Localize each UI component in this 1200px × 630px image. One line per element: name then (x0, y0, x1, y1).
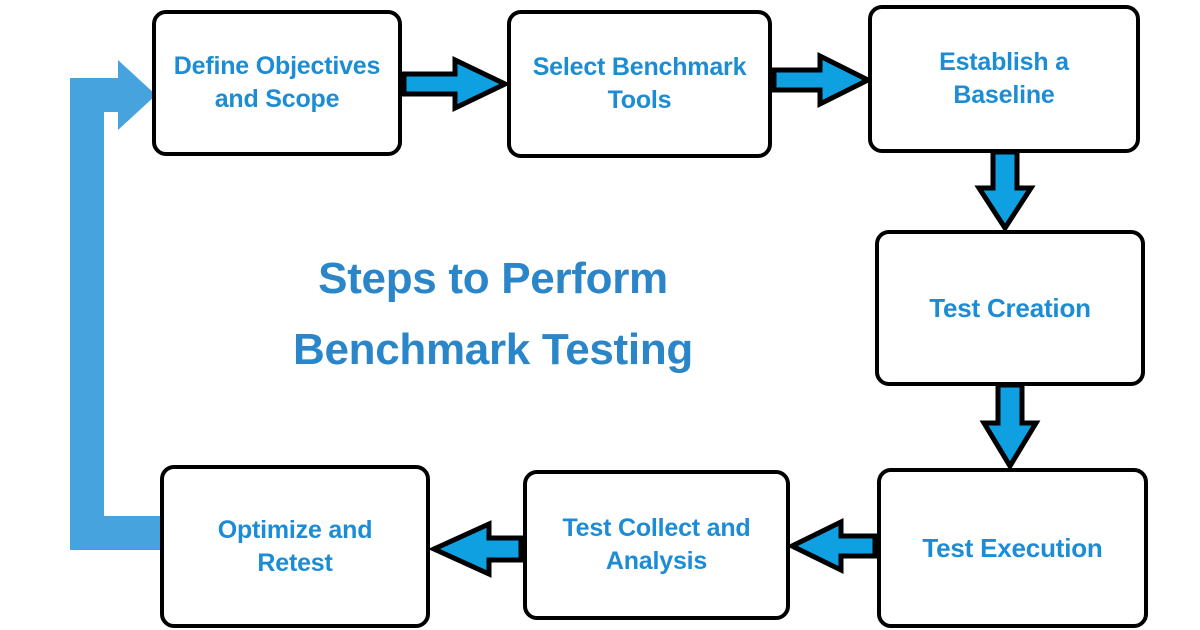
edge-baseline-to-test-creation (974, 149, 1036, 233)
node-test-collect-and-analysis[interactable]: Test Collect and Analysis (523, 470, 790, 620)
diagram-title: Steps to Perform Benchmark Testing (293, 254, 693, 375)
node-label: Select Benchmark Tools (532, 53, 747, 114)
edge-define-to-select-tools (401, 56, 511, 112)
node-label: Optimize and Retest (217, 515, 373, 577)
node-label: Define Objectives and Scope (173, 52, 381, 113)
node-label: Test Collect and Analysis (562, 514, 751, 575)
edge-optimize-to-define-loop (70, 60, 190, 550)
node-label: Test Execution (922, 532, 1103, 563)
edge-select-tools-to-baseline (771, 51, 874, 109)
edge-execution-to-collect-analysis (786, 517, 878, 575)
edge-test-creation-to-execution (979, 382, 1041, 471)
node-define-objectives-and-scope[interactable]: Define Objectives and Scope (152, 10, 402, 156)
node-test-execution[interactable]: Test Execution (877, 468, 1148, 628)
edge-collect-analysis-to-optimize (427, 520, 524, 578)
node-optimize-and-retest[interactable]: Optimize and Retest (160, 465, 430, 628)
node-label: Test Creation (929, 292, 1091, 323)
node-establish-a-baseline[interactable]: Establish a Baseline (868, 5, 1140, 153)
node-label: Establish a Baseline (939, 48, 1069, 109)
node-select-benchmark-tools[interactable]: Select Benchmark Tools (507, 10, 772, 158)
node-test-creation[interactable]: Test Creation (875, 230, 1145, 386)
